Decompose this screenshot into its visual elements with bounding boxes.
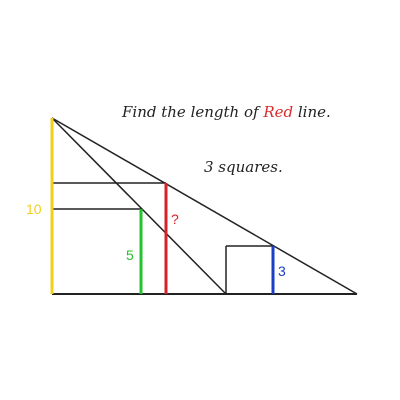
title-prefix: Find the length of xyxy=(121,103,263,121)
yellow-label: 10 xyxy=(26,201,42,217)
diagram-subtitle: 3 squares. xyxy=(204,158,283,176)
diagram-title: Find the length of Red line. xyxy=(121,103,331,121)
triangle-hypotenuse xyxy=(51,117,358,295)
green-label: 5 xyxy=(126,247,134,263)
red-label: ? xyxy=(171,211,179,227)
blue-label: 3 xyxy=(278,263,286,279)
inner-diagonal xyxy=(51,117,227,295)
title-suffix: line. xyxy=(293,103,331,121)
title-highlight: Red xyxy=(262,103,293,121)
